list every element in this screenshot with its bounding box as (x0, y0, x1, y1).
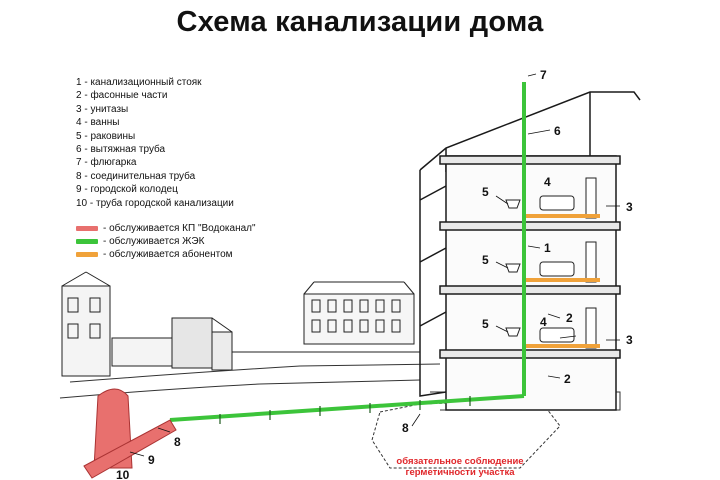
legend-item: 4 - ванны (76, 117, 120, 129)
callout-3-top: 3 (626, 200, 633, 214)
house (419, 91, 641, 411)
callout-leaders (129, 73, 620, 457)
callout-4-top: 4 (544, 175, 551, 189)
legend: 1 - канализационный стояк 2 - фасонные ч… (76, 76, 234, 210)
callout-8-left: 8 (174, 435, 181, 449)
callouts: 7 6 5 4 3 5 1 2 5 4 3 2 8 8 9 10 (116, 68, 633, 480)
page-title: Схема канализации дома (176, 6, 544, 38)
callout-6: 6 (554, 124, 561, 138)
service-row-vodokanal: - обслуживается КП "Водоканал" (76, 222, 256, 235)
service-row-abonent: - обслуживается абонентом (76, 248, 256, 261)
callout-9: 9 (148, 453, 155, 467)
legend-item: 3 - унитазы (76, 103, 129, 115)
legend-item: 8 - соединительная труба (76, 170, 196, 182)
sealing-note: обязательное соблюдение герметичности уч… (360, 456, 560, 478)
service-row-zhek: - обслуживается ЖЭК (76, 235, 256, 248)
vodokanal-parts (83, 388, 177, 479)
background-buildings (61, 271, 420, 377)
callout-10: 10 (116, 468, 130, 480)
legend-item: 6 - вытяжная труба (76, 144, 166, 156)
callout-5-top: 5 (482, 185, 489, 199)
service-legend: - обслуживается КП "Водоканал" - обслужи… (76, 222, 256, 261)
service-label: - обслуживается абонентом (103, 249, 233, 260)
legend-item: 5 - раковины (76, 130, 136, 142)
callout-1: 1 (544, 241, 551, 255)
abonent-pipes (524, 214, 600, 348)
callout-2-mid: 2 (566, 311, 573, 325)
zhek-pipes (169, 82, 526, 422)
swatch-vodokanal (76, 226, 98, 231)
pipe-joints (219, 396, 471, 424)
note-line: обязательное соблюдение (396, 456, 524, 467)
service-label: - обслуживается ЖЭК (103, 236, 205, 247)
note-line: герметичности участка (405, 467, 515, 478)
callout-5-low: 5 (482, 317, 489, 331)
callout-7: 7 (540, 68, 547, 82)
service-label: - обслуживается КП "Водоканал" (103, 223, 256, 234)
legend-item: 9 - городской колодец (76, 184, 178, 196)
legend-item: 10 - труба городской канализации (76, 197, 234, 209)
callout-4-low: 4 (540, 315, 547, 329)
callout-8-right: 8 (402, 421, 409, 435)
legend-item: 7 - флюгарка (76, 157, 137, 169)
callout-2-low: 2 (564, 372, 571, 386)
legend-item: 1 - канализационный стояк (76, 77, 202, 88)
swatch-abonent (76, 252, 98, 257)
callout-3-low: 3 (626, 333, 633, 347)
legend-item: 2 - фасонные части (76, 90, 168, 102)
swatch-zhek (76, 239, 98, 244)
callout-5-mid: 5 (482, 253, 489, 267)
